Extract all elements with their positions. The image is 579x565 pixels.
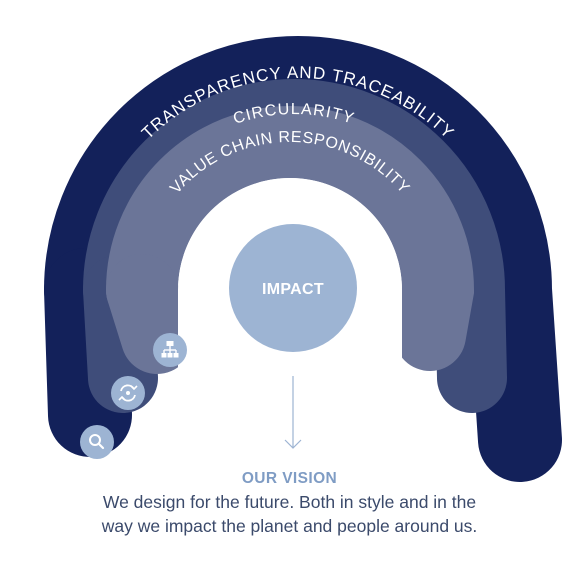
recycle-icon — [111, 376, 145, 410]
vision-section: OUR VISION We design for the future. Bot… — [0, 470, 579, 538]
ring-value-chain-left-leg — [106, 254, 193, 374]
vision-text: We design for the future. Both in style … — [101, 492, 478, 536]
vision-title: OUR VISION — [241, 470, 338, 487]
hierarchy-icon — [153, 333, 187, 367]
down-arrow-icon — [284, 376, 302, 449]
search-icon — [80, 425, 114, 459]
impact-label: IMPACT — [262, 281, 324, 298]
ring-value-chain-responsibility — [106, 106, 475, 371]
impact-circle — [229, 224, 357, 352]
